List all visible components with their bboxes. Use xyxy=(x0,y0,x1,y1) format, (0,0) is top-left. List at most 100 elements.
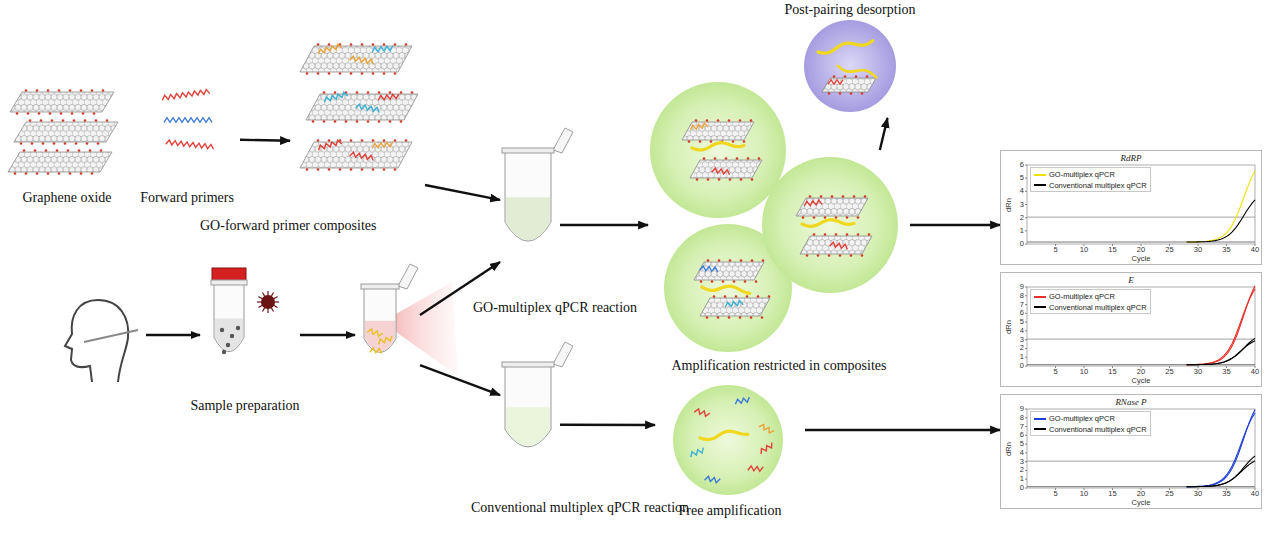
plot-frame xyxy=(1027,287,1255,366)
legend-entry: GO-multiplex qPCR xyxy=(1034,169,1147,179)
legend-entry: Conventional multiplex qPCR xyxy=(1034,179,1147,189)
tick-mark xyxy=(1025,287,1027,288)
tick-mark xyxy=(1025,435,1027,436)
axis-label: Cycle xyxy=(1132,255,1151,263)
tick-label: 5 xyxy=(1053,490,1057,498)
tick-label: 20 xyxy=(1137,490,1145,498)
primer-strand xyxy=(804,200,822,206)
tick-label: 35 xyxy=(1222,368,1230,376)
flow-arrow xyxy=(560,424,655,427)
tick-label: 1 xyxy=(1020,353,1024,361)
primer-strand xyxy=(828,80,843,85)
legend-text: Conventional multiplex qPCR xyxy=(1049,181,1147,190)
desorption-view xyxy=(804,20,896,112)
stage-caption: Forward primers xyxy=(140,190,234,206)
process-stage: Free amplification xyxy=(655,383,805,523)
tick-label: 0 xyxy=(1020,484,1024,492)
tick-label: 3 xyxy=(1020,336,1024,344)
pcr-tube xyxy=(211,268,247,352)
plot-frame xyxy=(1027,409,1255,488)
tick-label: 4 xyxy=(1020,449,1024,457)
tick-mark xyxy=(1025,191,1027,192)
primer-strand xyxy=(370,348,382,354)
legend-swatch xyxy=(1034,306,1046,308)
primer-strand xyxy=(162,89,210,100)
legend-entry: Conventional multiplex qPCR xyxy=(1034,301,1147,311)
tick-label: 6 xyxy=(1020,431,1024,439)
stage-caption: Free amplification xyxy=(678,503,781,519)
virus-icon xyxy=(257,291,279,313)
primer-strand xyxy=(759,423,774,434)
tick-label: 25 xyxy=(1165,490,1173,498)
tick-label: 30 xyxy=(1194,368,1202,376)
tick-label: 40 xyxy=(1251,368,1259,376)
tick-label: 6 xyxy=(1020,161,1024,169)
tick-label: 8 xyxy=(1020,414,1024,422)
baseline xyxy=(1027,242,1255,243)
axis-label: dRn xyxy=(1005,198,1013,212)
threshold-line xyxy=(1027,339,1255,340)
patient-head xyxy=(65,300,128,382)
axis-label: dRn xyxy=(1005,320,1013,334)
tick-mark xyxy=(1025,330,1027,331)
stage-caption: Conventional multiplex qPCR reaction xyxy=(471,500,689,516)
amplicon-strand xyxy=(802,218,854,226)
tick-label: 5 xyxy=(1020,174,1024,182)
primer-strand xyxy=(725,300,743,307)
process-stage: Forward primers xyxy=(135,80,240,210)
tick-label: 9 xyxy=(1020,405,1024,413)
tick-label: 1 xyxy=(1020,227,1024,235)
tick-label: 10 xyxy=(1080,246,1088,254)
tick-mark xyxy=(1025,204,1027,205)
graphene-sheet xyxy=(300,139,412,171)
amplification-curve xyxy=(1187,413,1255,487)
primer-strand xyxy=(705,476,721,484)
graphene-sheet xyxy=(14,119,118,145)
tick-label: 10 xyxy=(1080,490,1088,498)
amplification-curve xyxy=(1187,461,1255,487)
tick-mark xyxy=(1025,366,1027,367)
graphene-sheet xyxy=(796,195,868,219)
legend-swatch xyxy=(1034,184,1046,186)
tick-label: 5 xyxy=(1053,368,1057,376)
tick-mark xyxy=(1025,479,1027,480)
tick-label: 7 xyxy=(1020,423,1024,431)
tick-label: 40 xyxy=(1251,490,1259,498)
flow-arrow xyxy=(910,224,1000,226)
primer-strand xyxy=(378,94,399,100)
amplification-chart: RdRPdRnCycle0123456510152025303540GO-mul… xyxy=(1000,150,1262,265)
sample-particle xyxy=(222,350,226,354)
tick-mark xyxy=(1025,304,1027,305)
tick-label: 35 xyxy=(1222,246,1230,254)
primer-strand xyxy=(712,168,730,175)
primer-strand xyxy=(377,336,393,344)
tick-label: 15 xyxy=(1108,490,1116,498)
tick-mark xyxy=(1025,357,1027,358)
reaction-solution xyxy=(673,385,783,495)
threshold-line xyxy=(1027,217,1255,218)
legend-entry: GO-multiplex qPCR xyxy=(1034,413,1147,423)
tick-mark xyxy=(1025,417,1027,418)
tick-label: 2 xyxy=(1020,214,1024,222)
tick-mark xyxy=(1025,426,1027,427)
flow-arrow xyxy=(420,365,500,395)
sample-particle xyxy=(226,343,230,347)
tick-mark xyxy=(1025,178,1027,179)
tick-mark xyxy=(1025,165,1027,166)
legend-text: GO-multiplex qPCR xyxy=(1049,292,1115,301)
tick-label: 30 xyxy=(1194,246,1202,254)
chart-legend: GO-multiplex qPCR Conventional multiplex … xyxy=(1030,411,1151,436)
flow-arrow xyxy=(146,334,200,336)
graphene-sheet xyxy=(694,259,764,283)
tick-mark xyxy=(1025,295,1027,296)
legend-text: Conventional multiplex qPCR xyxy=(1049,425,1147,434)
tick-label: 30 xyxy=(1194,490,1202,498)
tick-label: 20 xyxy=(1137,368,1145,376)
tick-label: 5 xyxy=(1020,440,1024,448)
graphene-sheet xyxy=(300,43,412,75)
pcr-tube xyxy=(361,264,418,352)
stage-caption: Post-pairing desorption xyxy=(784,2,915,18)
tick-label: 7 xyxy=(1020,301,1024,309)
tick-label: 3 xyxy=(1020,458,1024,466)
tick-label: 6 xyxy=(1020,309,1024,317)
